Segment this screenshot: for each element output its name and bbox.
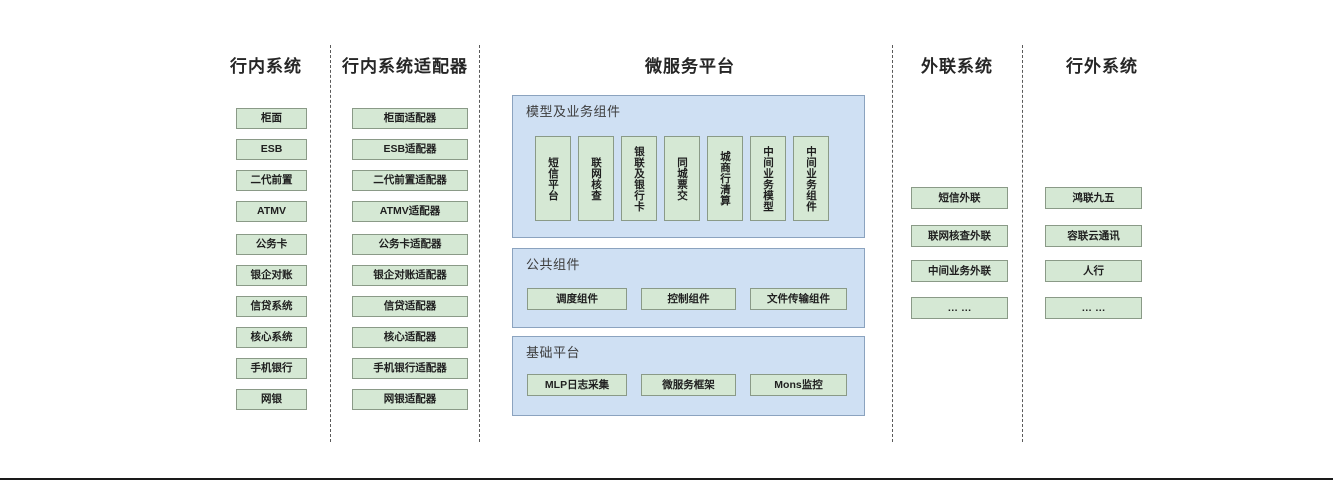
node-outside-bank-system[interactable]: … … (1045, 297, 1142, 319)
node-internal-adapter[interactable]: 公务卡适配器 (352, 234, 468, 255)
column-divider-1 (330, 45, 331, 442)
node-base-platform-component[interactable]: MLP日志采集 (527, 374, 627, 396)
node-internal-adapter[interactable]: 网银适配器 (352, 389, 468, 410)
node-internal-adapter[interactable]: 柜面适配器 (352, 108, 468, 129)
node-common-component[interactable]: 调度组件 (527, 288, 627, 310)
panel-label-model-business-components: 模型及业务组件 (526, 104, 621, 119)
node-outside-bank-system[interactable]: 鸿联九五 (1045, 187, 1142, 209)
node-outside-bank-system[interactable]: 容联云通讯 (1045, 225, 1142, 247)
node-internal-system[interactable]: 银企对账 (236, 265, 307, 286)
node-common-component[interactable]: 控制组件 (641, 288, 736, 310)
column-title-outside-bank-systems: 行外系统 (1066, 57, 1138, 76)
node-base-platform-component[interactable]: Mons监控 (750, 374, 847, 396)
node-internal-adapter[interactable]: ESB适配器 (352, 139, 468, 160)
bottom-rule (0, 478, 1333, 480)
node-external-link-system[interactable]: … … (911, 297, 1008, 319)
column-divider-2 (479, 45, 480, 442)
node-base-platform-component[interactable]: 微服务框架 (641, 374, 736, 396)
node-internal-system[interactable]: 网银 (236, 389, 307, 410)
node-model-component[interactable]: 中间业务模型 (750, 136, 786, 221)
node-internal-system[interactable]: 手机银行 (236, 358, 307, 379)
node-external-link-system[interactable]: 联网核查外联 (911, 225, 1008, 247)
node-model-component[interactable]: 同城票交 (664, 136, 700, 221)
column-title-microservice-platform: 微服务平台 (645, 57, 735, 76)
node-internal-system[interactable]: 柜面 (236, 108, 307, 129)
node-internal-system[interactable]: 信贷系统 (236, 296, 307, 317)
node-internal-system[interactable]: ESB (236, 139, 307, 160)
node-internal-adapter[interactable]: 二代前置适配器 (352, 170, 468, 191)
column-divider-4 (1022, 45, 1023, 442)
node-internal-system[interactable]: 核心系统 (236, 327, 307, 348)
node-outside-bank-system[interactable]: 人行 (1045, 260, 1142, 282)
node-internal-adapter[interactable]: 手机银行适配器 (352, 358, 468, 379)
node-model-component[interactable]: 联网核查 (578, 136, 614, 221)
column-divider-3 (892, 45, 893, 442)
node-internal-adapter[interactable]: ATMV适配器 (352, 201, 468, 222)
node-external-link-system[interactable]: 短信外联 (911, 187, 1008, 209)
node-model-component[interactable]: 中间业务组件 (793, 136, 829, 221)
panel-label-common-components: 公共组件 (526, 257, 581, 272)
column-title-external-link-systems: 外联系统 (921, 57, 993, 76)
panel-label-base-platform: 基础平台 (526, 345, 581, 360)
node-common-component[interactable]: 文件传输组件 (750, 288, 847, 310)
node-internal-adapter[interactable]: 核心适配器 (352, 327, 468, 348)
node-internal-system[interactable]: 二代前置 (236, 170, 307, 191)
node-internal-adapter[interactable]: 信贷适配器 (352, 296, 468, 317)
node-internal-system[interactable]: 公务卡 (236, 234, 307, 255)
node-model-component[interactable]: 银联及银行卡 (621, 136, 657, 221)
node-external-link-system[interactable]: 中间业务外联 (911, 260, 1008, 282)
column-title-internal-systems: 行内系统 (230, 57, 302, 76)
node-model-component[interactable]: 城商行清算 (707, 136, 743, 221)
node-internal-adapter[interactable]: 银企对账适配器 (352, 265, 468, 286)
node-internal-system[interactable]: ATMV (236, 201, 307, 222)
column-title-internal-adapters: 行内系统适配器 (342, 57, 468, 76)
node-model-component[interactable]: 短信平台 (535, 136, 571, 221)
